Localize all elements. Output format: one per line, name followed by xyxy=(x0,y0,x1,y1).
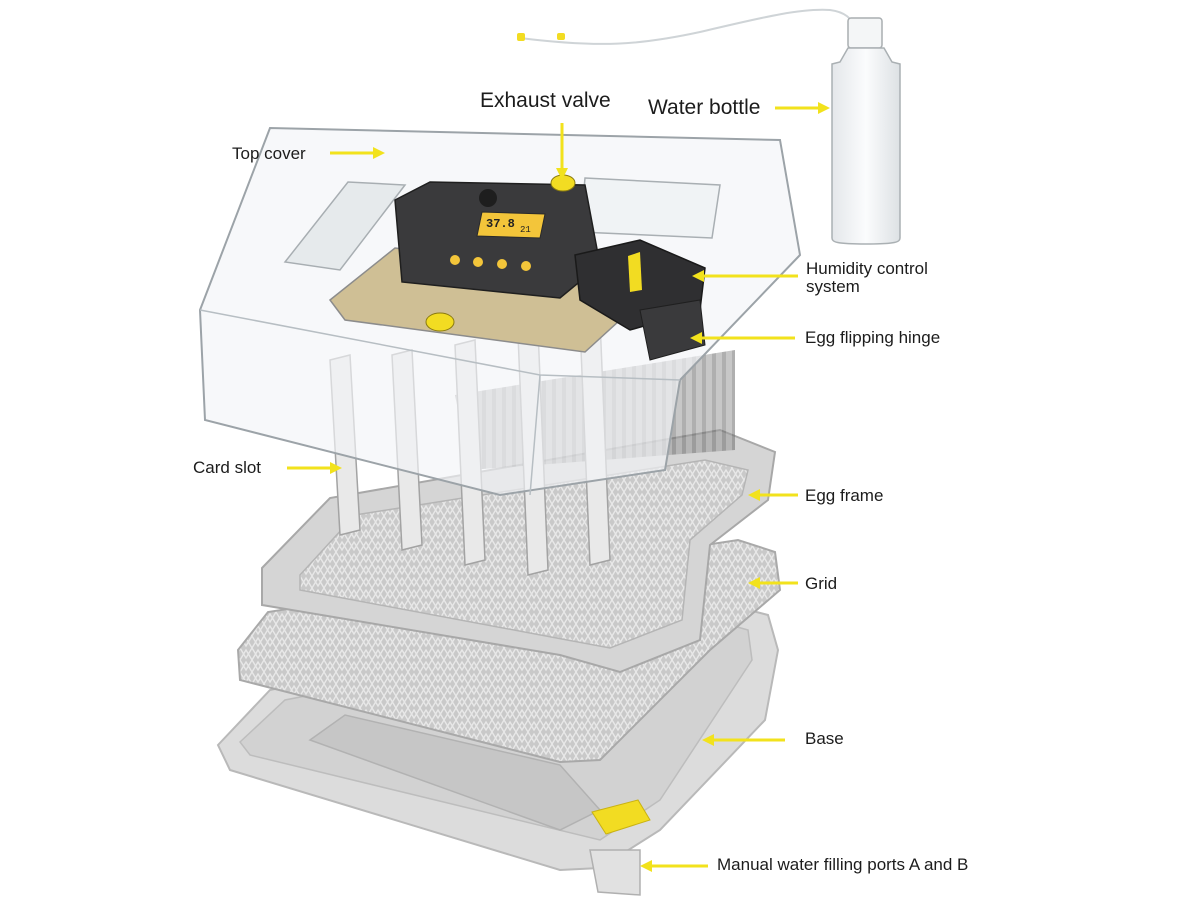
arrowhead-grid xyxy=(748,577,760,589)
label-humidity-control-system: Humidity control system xyxy=(806,259,928,296)
arrowhead-top-cover xyxy=(373,147,385,159)
label-egg-flipping-hinge: Egg flipping hinge xyxy=(805,328,941,347)
label-egg-frame: Egg frame xyxy=(805,486,884,505)
label-card-slot: Card slot xyxy=(193,458,262,477)
arrowhead-water-ports xyxy=(640,860,652,872)
water-bottle xyxy=(831,17,901,245)
pointer-arrows xyxy=(287,106,820,868)
label-top-cover: Top cover xyxy=(232,144,306,163)
arrowhead-egg-flipping xyxy=(690,332,702,344)
arrowhead-water-bottle xyxy=(818,102,830,114)
arrowhead-base xyxy=(702,734,714,746)
display-readout-top: 37.8 xyxy=(486,217,515,231)
arrowhead-card-slot xyxy=(330,462,342,474)
label-water-bottle: Water bottle xyxy=(648,96,761,119)
water-tube xyxy=(517,8,857,45)
water-port-tag xyxy=(591,799,651,835)
pointer-arrowheads xyxy=(330,102,830,872)
arrowhead-humidity xyxy=(692,270,704,282)
display-readout-bottom: 21 xyxy=(520,225,531,235)
label-grid: Grid xyxy=(805,574,838,593)
control-unit xyxy=(328,174,706,361)
label-water-filling-ports: Manual water filling ports A and B xyxy=(717,855,969,874)
label-base: Base xyxy=(805,729,844,748)
arrowhead-egg-frame xyxy=(748,489,760,501)
label-exhaust-valve: Exhaust valve xyxy=(480,89,611,112)
arrowhead-exhaust-valve xyxy=(556,168,568,180)
